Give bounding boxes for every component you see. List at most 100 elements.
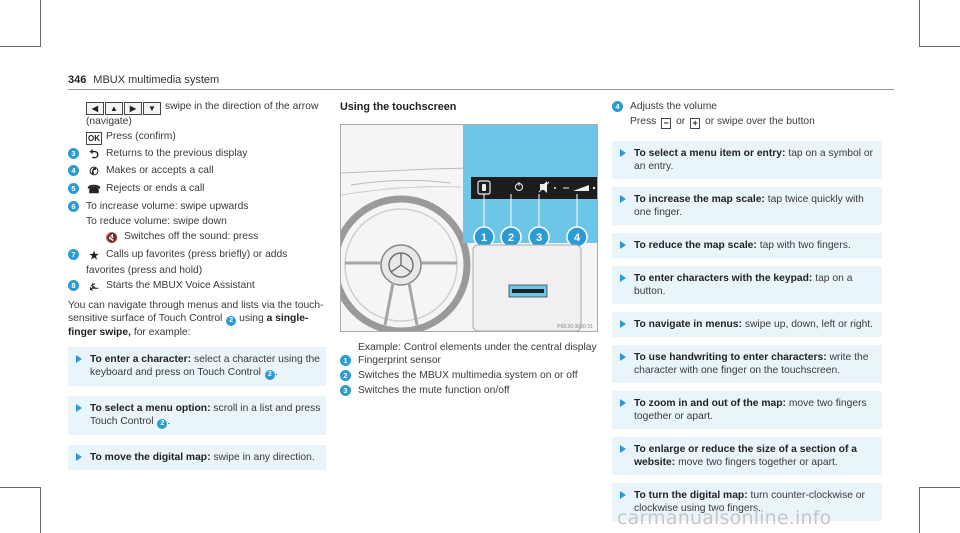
- crop-mark: [40, 487, 41, 533]
- bullet-triangle-icon: [76, 404, 82, 412]
- column-right: 4 Adjusts the volume Press − or + or swi…: [612, 100, 882, 529]
- callout-number: 4: [68, 165, 79, 176]
- item-text: To increase volume: swipe upwards: [86, 201, 249, 212]
- bullet-triangle-icon: [620, 274, 626, 282]
- press-row: Press − or + or swipe over the button: [630, 116, 815, 129]
- section-title: Using the touchscreen: [340, 101, 457, 113]
- crop-mark: [919, 487, 960, 488]
- mute-icon: 🔇: [105, 233, 119, 244]
- instruction-bullet: To navigate in menus: swipe up, down, le…: [612, 312, 882, 337]
- list-item: 6 To increase volume: swipe upwards: [68, 200, 326, 213]
- list-item: 3 ⮌ Returns to the previous display: [68, 147, 326, 162]
- bullet-triangle-icon: [620, 149, 626, 157]
- star-icon: ★: [89, 250, 99, 262]
- bullet-triangle-icon: [620, 445, 626, 453]
- bullet-triangle-icon: [620, 241, 626, 249]
- item-text: Switches the mute function on/off: [358, 385, 510, 396]
- callout-4: 4: [566, 226, 588, 248]
- crop-mark: [919, 487, 920, 533]
- item-text: Returns to the previous display: [106, 148, 248, 159]
- callout-number: 4: [612, 101, 623, 112]
- figure-id: P68.20-3050-31: [557, 324, 593, 330]
- arrow-right-icon: ▶: [124, 102, 142, 115]
- control-elements-figure: 1 2 3 4 P68.20-3050-31: [340, 124, 598, 332]
- page-number: 346: [68, 74, 87, 86]
- instruction-bullet: To turn the digital map: turn counter-cl…: [612, 483, 882, 521]
- ok-icon: OK: [86, 132, 102, 145]
- crop-mark: [919, 46, 960, 47]
- item-text: Fingerprint sensor: [358, 355, 441, 366]
- mute-text: Switches off the sound: press: [124, 231, 259, 242]
- instruction-bullet: To reduce the map scale: tap with two fi…: [612, 233, 882, 258]
- callout-number: 3: [68, 148, 79, 159]
- bullet-triangle-icon: [620, 353, 626, 361]
- crop-mark: [40, 0, 41, 46]
- phone-accept-icon: ✆: [89, 166, 99, 178]
- crop-mark: [0, 46, 41, 47]
- bullet-triangle-icon: [76, 355, 82, 363]
- instruction-bullet: To zoom in and out of the map: move two …: [612, 391, 882, 429]
- mute-row: 🔇 Switches off the sound: press: [68, 230, 326, 246]
- minus-button-icon: −: [661, 118, 672, 129]
- crop-mark: [919, 0, 920, 46]
- callout-number: 2: [340, 370, 351, 381]
- arrow-left-icon: ◀: [86, 102, 104, 115]
- phone-reject-icon: ☎: [87, 184, 101, 196]
- callout-number: 2: [264, 370, 275, 380]
- navigate-text: swipe in the direction of the arrow (nav…: [86, 101, 319, 127]
- volume-slider-icon: [573, 185, 589, 191]
- item-text: Adjusts the volume: [630, 101, 717, 112]
- item-text: Makes or accepts a call: [106, 165, 214, 176]
- list-item: 8 ⍼ Starts the MBUX Voice Assistant: [68, 279, 326, 295]
- list-item: 7 ★Calls up favorites (press briefly) or…: [68, 248, 326, 277]
- arrow-up-icon: ▲: [105, 102, 123, 115]
- list-item: 4 ✆ Makes or accepts a call: [68, 164, 326, 180]
- callout-number: 6: [68, 201, 79, 212]
- list-item: 4 Adjusts the volume: [612, 100, 882, 113]
- header-title: MBUX multimedia system: [93, 74, 220, 86]
- instruction-bullet: To select a menu option: scroll in a lis…: [68, 396, 326, 435]
- dashboard-illustration: 1 2 3 4 P68.20-3050-31: [341, 125, 597, 331]
- item-text: Rejects or ends a call: [106, 183, 205, 194]
- instruction-bullet: To enter a character: select a character…: [68, 347, 326, 386]
- callout-2: 2: [500, 226, 522, 248]
- bullet-triangle-icon: [620, 195, 626, 203]
- callout-1: 1: [473, 226, 495, 248]
- page-header: 346 MBUX multimedia system: [68, 74, 894, 90]
- svg-text:2: 2: [508, 232, 514, 244]
- callout-3: 3: [528, 226, 550, 248]
- list-item: 3 Switches the mute function on/off: [340, 384, 602, 397]
- list-item: 2 Switches the MBUX multimedia system on…: [340, 369, 602, 382]
- intro-paragraph: You can navigate through menus and lists…: [68, 300, 324, 338]
- column-left: ◀▲▶▼swipe in the direction of the arrow …: [68, 100, 326, 480]
- voice-assistant-icon: ⍼: [89, 282, 99, 293]
- plus-button-icon: +: [690, 118, 701, 129]
- svg-text:1: 1: [481, 232, 487, 244]
- back-arrow-icon: ⮌: [89, 147, 99, 161]
- svg-text:4: 4: [574, 232, 581, 244]
- instruction-bullet: To enter characters with the keypad: tap…: [612, 266, 882, 304]
- callout-number: 7: [68, 249, 79, 260]
- crop-mark: [0, 487, 41, 488]
- callout-number: 8: [68, 280, 79, 291]
- callout-number: 3: [340, 385, 351, 396]
- svg-text:3: 3: [536, 232, 542, 244]
- list-item: 1 Fingerprint sensor: [340, 354, 602, 367]
- list-item: 5 ☎ Rejects or ends a call: [68, 182, 326, 198]
- callout-number: 5: [68, 183, 79, 194]
- instruction-bullet: To increase the map scale: tap twice qui…: [612, 187, 882, 225]
- item-text: Starts the MBUX Voice Assistant: [106, 280, 255, 291]
- navigate-row: ◀▲▶▼swipe in the direction of the arrow …: [68, 100, 326, 128]
- instruction-bullet: To select a menu item or entry: tap on a…: [612, 141, 882, 179]
- watermark: carmanualsonline.info: [617, 507, 832, 529]
- volume-down-text: To reduce volume: swipe down: [86, 216, 227, 227]
- bullet-triangle-icon: [620, 491, 626, 499]
- callout-number: 1: [340, 355, 351, 366]
- bullet-triangle-icon: [620, 320, 626, 328]
- arrow-down-icon: ▼: [143, 102, 161, 115]
- item-text: Switches the MBUX multimedia system on o…: [358, 370, 578, 381]
- bullet-triangle-icon: [76, 453, 82, 461]
- callout-number: 2: [157, 419, 168, 429]
- item-text: Calls up favorites (press briefly) or ad…: [86, 249, 288, 276]
